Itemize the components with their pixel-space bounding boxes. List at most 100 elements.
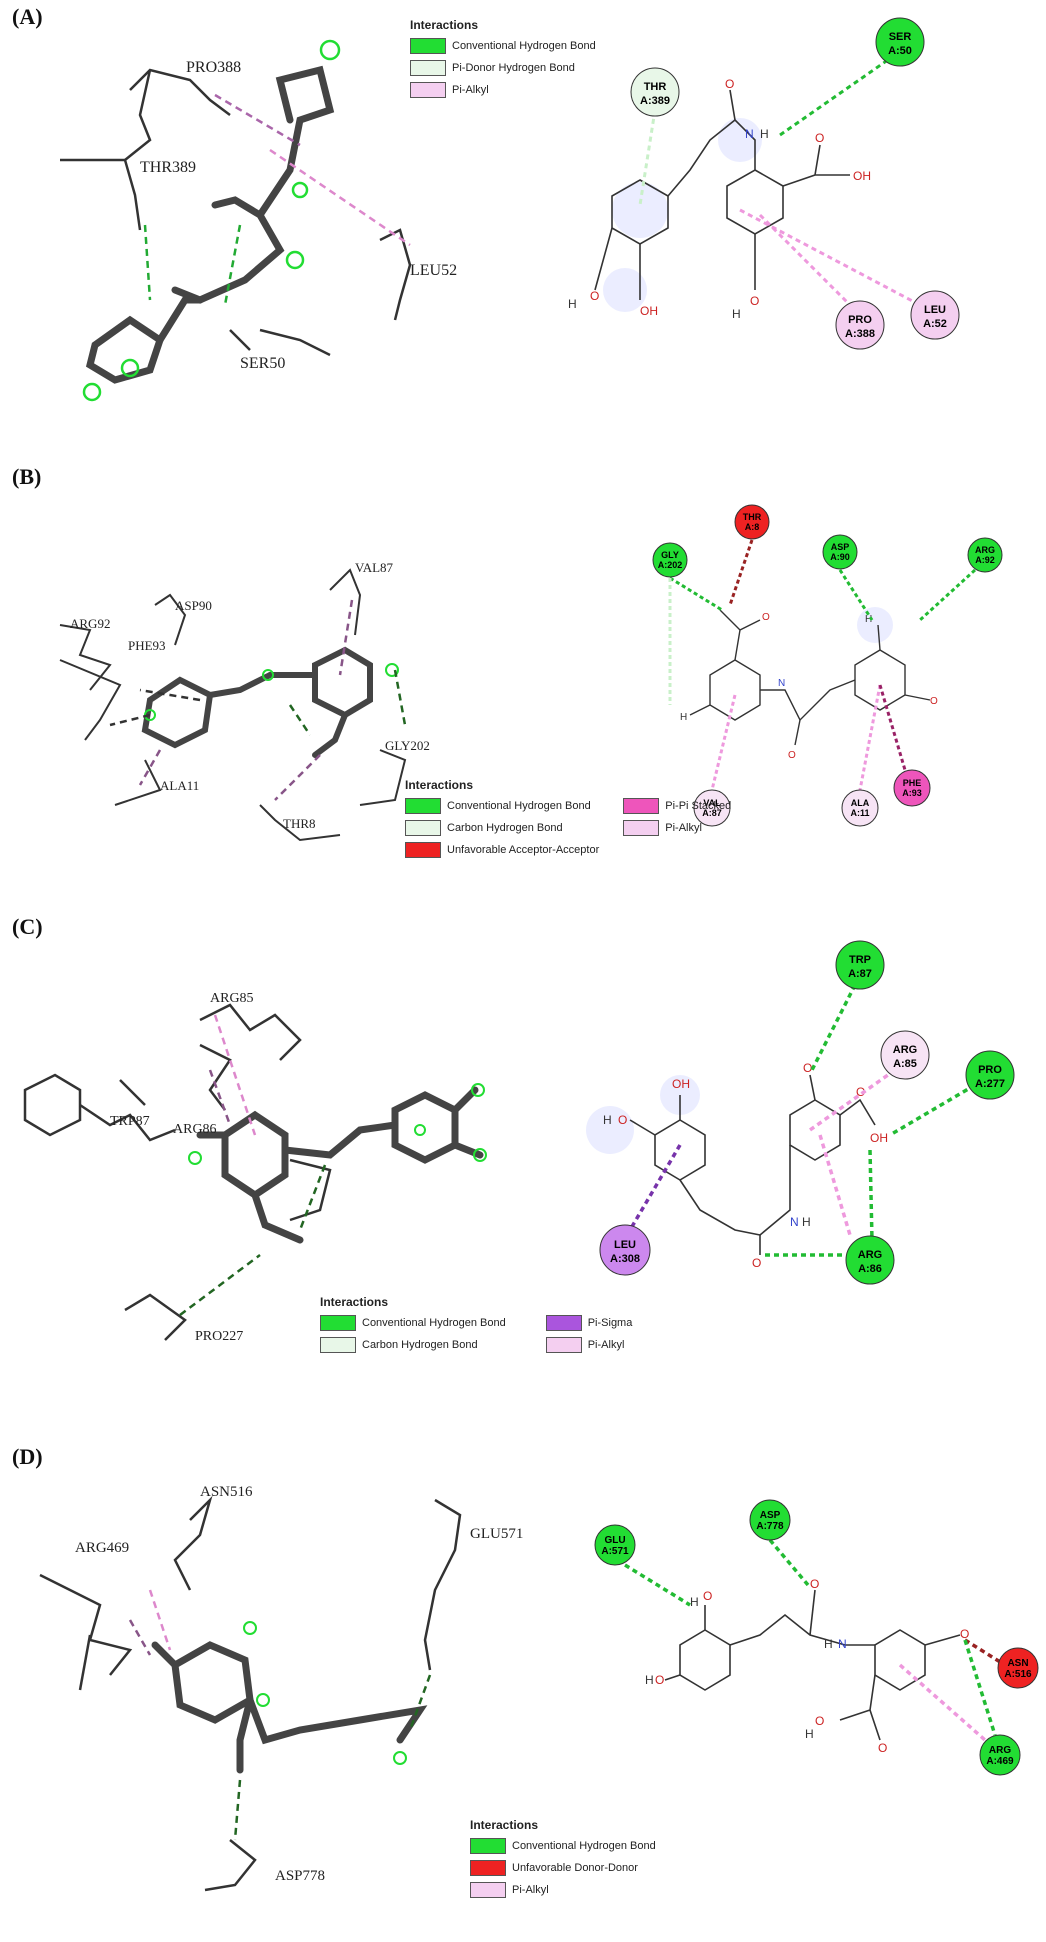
svg-text:A:389: A:389	[640, 95, 670, 107]
atom-n: N	[745, 127, 754, 141]
atom-h: H	[690, 1595, 699, 1609]
panel-c: (C) A	[0, 910, 1046, 1390]
svg-text:GLU: GLU	[604, 1535, 625, 1546]
svg-text:ASN: ASN	[1007, 1658, 1028, 1669]
svg-text:A:469: A:469	[986, 1756, 1014, 1767]
svg-text:A:92: A:92	[975, 555, 995, 565]
residue-label-3d: ARG86	[173, 1122, 217, 1137]
atom-highlights	[82, 39, 341, 402]
atom-oh: OH	[640, 304, 658, 318]
panel-label: (D)	[12, 1444, 43, 1469]
atom-h: H	[603, 1113, 612, 1127]
ligand-2d	[586, 1074, 876, 1255]
docking-diagram-b: VAL87 ASP90 ARG92 PHE93 GLY202 ALA11 THR…	[59, 504, 1003, 842]
atom-o: O	[655, 1673, 664, 1687]
svg-text:PRO: PRO	[978, 1064, 1002, 1076]
atom-h: H	[805, 1727, 814, 1741]
legend-item: Carbon Hydrogen Bond	[320, 1337, 506, 1353]
svg-text:A:11: A:11	[850, 808, 869, 818]
atom-h: H	[760, 127, 769, 141]
svg-text:ARG: ARG	[858, 1249, 882, 1261]
svg-text:A:90: A:90	[830, 552, 850, 562]
legend-item: Conventional Hydrogen Bond	[470, 1838, 656, 1854]
atom-o: O	[815, 1714, 824, 1728]
residue-label-3d: TRP87	[110, 1114, 150, 1129]
panel-label: (A)	[12, 4, 43, 29]
svg-text:PRO: PRO	[848, 314, 872, 326]
residue-node: PHE A:93	[893, 769, 931, 807]
ligand-2d	[689, 607, 931, 746]
atom-o: O	[815, 131, 824, 145]
residue-label-3d: ALA11	[160, 778, 199, 793]
residue-node: ASN A:516	[997, 1647, 1039, 1689]
residue-label-3d: ASP90	[175, 598, 212, 613]
legend-title: Interactions	[470, 1818, 539, 1832]
legend-item: Conventional Hydrogen Bond	[405, 798, 599, 814]
legend-item: Unfavorable Donor-Donor	[470, 1860, 656, 1876]
residue-label-3d: ARG92	[70, 616, 110, 631]
residues-3d	[39, 1495, 462, 1892]
ligand-2d	[664, 1589, 961, 1741]
svg-text:TRP: TRP	[849, 954, 871, 966]
legend-title: Interactions	[410, 18, 479, 32]
panel-a: (A)	[0, 0, 1046, 430]
legend-b: Interactions Conventional Hydrogen Bond …	[405, 778, 731, 858]
residue-label-3d: ARG469	[75, 1540, 129, 1556]
legend-item: Unfavorable Acceptor-Acceptor	[405, 842, 599, 858]
svg-text:A:87: A:87	[848, 968, 872, 980]
atom-h: H	[645, 1673, 654, 1687]
atom-o: O	[703, 1589, 712, 1603]
legend-item: Pi-Alkyl	[623, 820, 731, 836]
svg-text:A:516: A:516	[1004, 1669, 1032, 1680]
legend-title: Interactions	[320, 1295, 389, 1309]
residue-label-3d: GLY202	[385, 738, 430, 753]
residue-label-3d: GLU571	[470, 1526, 523, 1542]
ligand-3d	[141, 646, 373, 758]
legend-title: Interactions	[405, 778, 474, 792]
legend-item: Pi-Alkyl	[470, 1882, 656, 1898]
residue-node: ASP A:778	[749, 1499, 791, 1541]
atom-o: O	[803, 1061, 812, 1075]
svg-text:A:87: A:87	[702, 808, 722, 818]
legend-d: Interactions Conventional Hydrogen Bond …	[470, 1818, 656, 1898]
atom-n: N	[778, 678, 785, 689]
residue-label-3d: ASN516	[200, 1484, 253, 1500]
atom-h: H	[865, 614, 872, 625]
residue-node: PRO A:277	[965, 1050, 1015, 1100]
svg-text:ASP: ASP	[831, 542, 850, 552]
residue-node: PRO A:388	[835, 300, 885, 350]
panel-label: (C)	[12, 914, 43, 939]
legend-item: Conventional Hydrogen Bond	[410, 38, 596, 54]
residue-node: LEU A:52	[910, 290, 960, 340]
interactions-2d	[668, 539, 977, 791]
svg-text:A:308: A:308	[610, 1253, 640, 1265]
atom-h: H	[802, 1215, 811, 1229]
svg-text:LEU: LEU	[614, 1239, 636, 1251]
atom-highlights	[188, 1083, 487, 1165]
residue-label-3d: PRO388	[186, 59, 241, 76]
svg-text:A:52: A:52	[923, 318, 947, 330]
svg-text:A:93: A:93	[902, 788, 922, 798]
atom-n: N	[838, 1637, 847, 1651]
legend-item: Pi-Alkyl	[410, 82, 596, 98]
svg-text:ARG: ARG	[893, 1044, 917, 1056]
atom-o: O	[856, 1085, 865, 1099]
svg-text:THR: THR	[644, 81, 667, 93]
atom-n: N	[790, 1215, 799, 1229]
svg-text:PHE: PHE	[903, 778, 922, 788]
atom-highlights	[144, 663, 399, 721]
atom-h: H	[568, 297, 577, 311]
residue-node: ARG A:86	[845, 1235, 895, 1285]
residue-node: VAL A:87	[693, 789, 731, 827]
interactions-2d	[638, 53, 921, 312]
legend-c: Interactions Conventional Hydrogen Bond …	[320, 1295, 632, 1353]
residue-node: ASP A:90	[822, 534, 858, 570]
legend-item: Pi-Sigma	[545, 1315, 632, 1331]
atom-o: O	[762, 612, 770, 623]
residue-node: THR A:389	[630, 67, 680, 117]
svg-text:A:85: A:85	[893, 1058, 917, 1070]
svg-text:A:388: A:388	[845, 328, 875, 340]
residue-node: ALA A:11	[841, 789, 879, 827]
atom-h: H	[824, 1637, 833, 1651]
svg-text:ARG: ARG	[989, 1745, 1011, 1756]
